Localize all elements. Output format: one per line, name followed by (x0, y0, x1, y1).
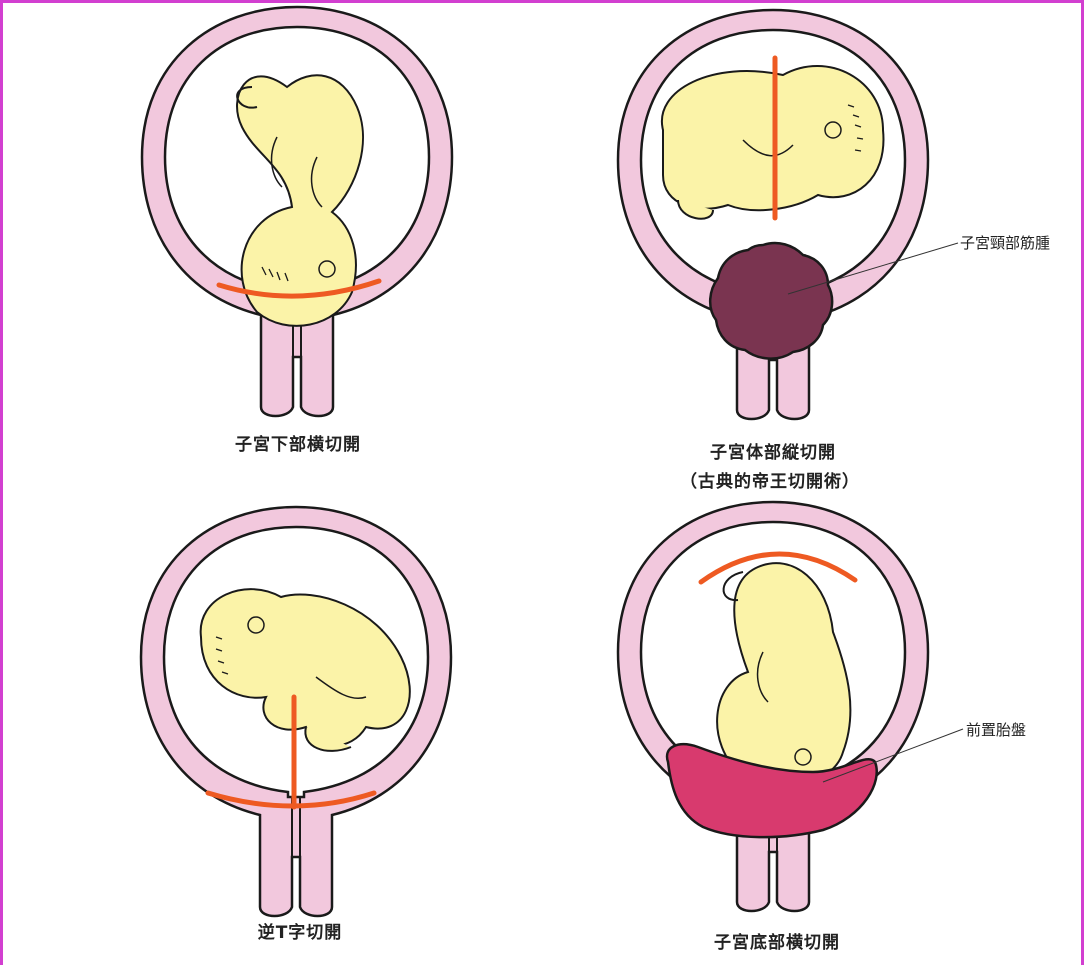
caption-inverted-t: 逆T字切開 (258, 918, 343, 943)
cervical-myoma-mass (710, 243, 832, 359)
panel-lower-segment-transverse (142, 7, 452, 416)
callout-placenta-previa: 前置胎盤 (966, 719, 1026, 740)
panel-inverted-t (141, 507, 451, 916)
subcaption-classical-vertical: （古典的帝王切開術） (680, 467, 860, 492)
caption-classical-vertical: 子宮体部縦切開 (710, 438, 836, 463)
panel-fundal-transverse (618, 502, 928, 911)
callout-cervical-myoma: 子宮頸部筋腫 (960, 232, 1050, 253)
caption-lower-segment-transverse: 子宮下部横切開 (235, 430, 361, 455)
caption-fundal-transverse: 子宮底部横切開 (714, 928, 840, 953)
panel-classical-vertical (618, 10, 928, 419)
